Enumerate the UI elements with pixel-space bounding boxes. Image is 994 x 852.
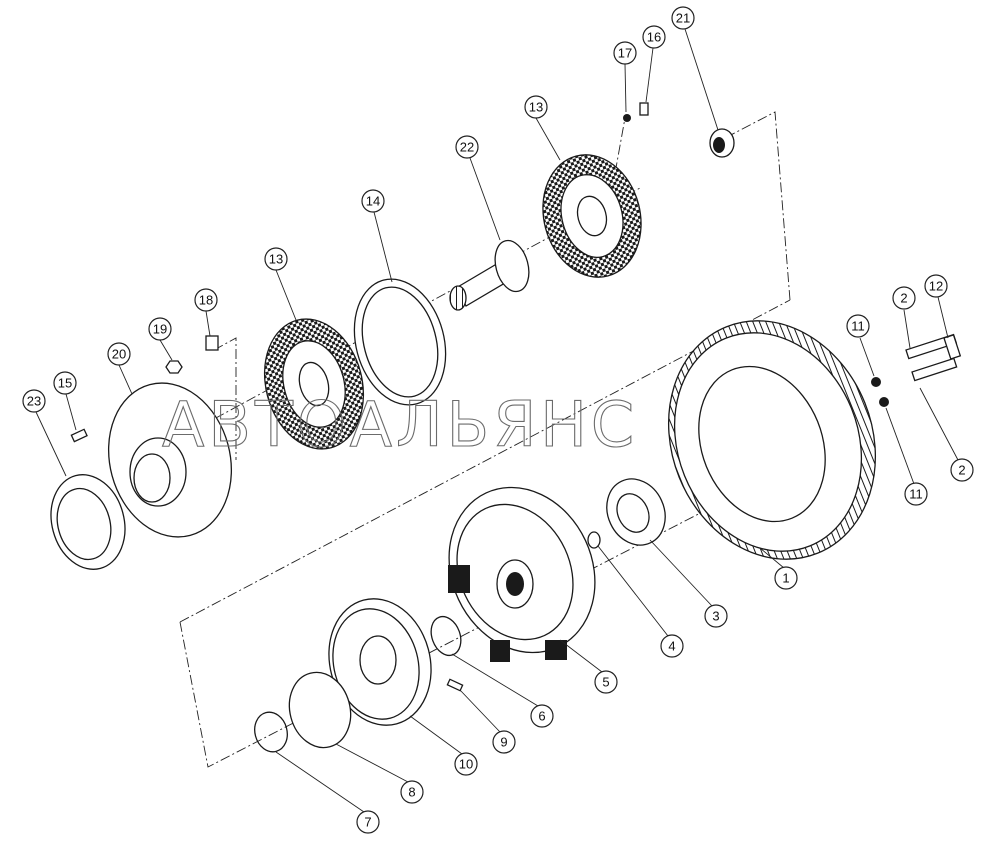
- svg-text:2: 2: [958, 463, 965, 478]
- svg-text:15: 15: [58, 376, 72, 391]
- svg-text:2: 2: [900, 291, 907, 306]
- friction-disk-part-13-right: [542, 154, 642, 278]
- callouts: 1 2 2 3 4 5 6 7 8 9 10 11 11: [22, 6, 974, 834]
- callout-22: 22: [455, 135, 479, 159]
- callout-4: 4: [660, 634, 684, 658]
- washer-part-11-upper: [871, 377, 881, 387]
- bolts-part-2-12: [905, 333, 962, 382]
- clip-part-18: [205, 335, 219, 351]
- piston-part-10: [328, 598, 432, 726]
- o-ring-part-6: [430, 615, 462, 657]
- svg-text:17: 17: [618, 46, 632, 61]
- dowel-part-15: [70, 428, 88, 443]
- bearing-part-3: [606, 478, 666, 546]
- friction-disk-part-13-left: [263, 318, 365, 450]
- svg-text:9: 9: [500, 735, 507, 750]
- bolt-part-16: [639, 102, 649, 116]
- svg-text:20: 20: [112, 347, 126, 362]
- shaft-part-22: [449, 239, 530, 311]
- seal-part-23: [50, 474, 126, 570]
- svg-text:12: 12: [929, 279, 943, 294]
- hub-flange-part-20: [107, 382, 233, 538]
- ring-gear-part-1: [667, 320, 877, 560]
- svg-text:11: 11: [909, 487, 923, 502]
- callout-12: 12: [924, 274, 948, 298]
- svg-text:6: 6: [538, 709, 545, 724]
- svg-text:21: 21: [676, 11, 690, 26]
- svg-text:19: 19: [153, 322, 167, 337]
- callout-2-lower: 2: [950, 458, 974, 482]
- callout-19: 19: [148, 317, 172, 341]
- bearing-part-21: [709, 128, 735, 158]
- callout-9: 9: [492, 730, 516, 754]
- callout-13-right: 13: [524, 95, 548, 119]
- callout-6: 6: [530, 704, 554, 728]
- svg-text:14: 14: [366, 194, 380, 209]
- svg-text:10: 10: [459, 757, 473, 772]
- svg-text:4: 4: [668, 639, 675, 654]
- callout-7: 7: [356, 810, 380, 834]
- washer-part-8: [288, 671, 352, 749]
- washer-part-17: [623, 114, 631, 122]
- callout-10: 10: [454, 752, 478, 776]
- nut-part-19: [165, 360, 183, 374]
- callout-2-upper: 2: [892, 286, 916, 310]
- svg-text:8: 8: [408, 785, 415, 800]
- callout-1: 1: [774, 566, 798, 590]
- callout-3: 3: [704, 604, 728, 628]
- watermark: АВТОАЛЬЯНС: [162, 388, 638, 461]
- svg-text:3: 3: [712, 609, 719, 624]
- callout-8: 8: [400, 780, 424, 804]
- callout-11-lower: 11: [904, 482, 928, 506]
- callout-17: 17: [613, 41, 637, 65]
- svg-text:11: 11: [851, 319, 865, 334]
- callout-14: 14: [361, 189, 385, 213]
- svg-text:13: 13: [529, 100, 543, 115]
- callout-18: 18: [194, 288, 218, 312]
- callout-13-left: 13: [264, 247, 288, 271]
- snap-ring-part-7: [254, 711, 288, 753]
- steel-plate-part-14: [353, 278, 447, 406]
- washer-part-11-lower: [879, 397, 889, 407]
- snap-ring-part-4: [587, 531, 601, 549]
- carrier-housing-part-5: [448, 486, 596, 662]
- callout-11-upper: 11: [846, 314, 870, 338]
- callout-5: 5: [594, 670, 618, 694]
- callout-21: 21: [671, 6, 695, 30]
- callout-16: 16: [642, 25, 666, 49]
- svg-text:16: 16: [647, 30, 661, 45]
- svg-text:1: 1: [782, 571, 789, 586]
- svg-text:22: 22: [460, 140, 474, 155]
- callout-23: 23: [22, 389, 46, 413]
- callout-15: 15: [53, 371, 77, 395]
- svg-text:7: 7: [364, 815, 371, 830]
- svg-text:13: 13: [269, 252, 283, 267]
- svg-text:5: 5: [602, 675, 609, 690]
- pin-part-9: [446, 678, 464, 692]
- svg-text:18: 18: [199, 293, 213, 308]
- svg-text:23: 23: [27, 394, 41, 409]
- callout-20: 20: [107, 342, 131, 366]
